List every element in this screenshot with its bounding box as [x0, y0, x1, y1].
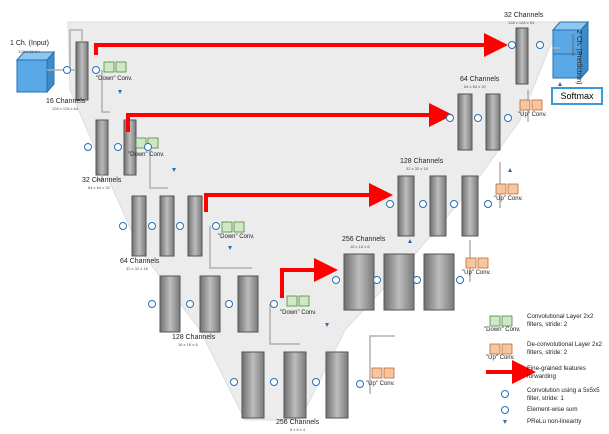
- legend-forwarding: Fine-grained features forwarding: [527, 365, 586, 380]
- left-stage3-block-c: [187, 195, 203, 257]
- bottom-block-a: [241, 351, 265, 419]
- bottom-block-b: [283, 351, 307, 419]
- right-stage4-channels: 256 Channels: [342, 236, 386, 243]
- left-stage4-block-b: [199, 275, 221, 333]
- down-conv-label-4: "Down" Conv.: [280, 310, 317, 316]
- right-stage4-block-b: [383, 253, 415, 311]
- left-stage1-dims: 128 x 128 x 64: [52, 106, 79, 111]
- right-stage2-dims: 64 x 64 x 32: [464, 84, 486, 89]
- bottom-stage-channels: 256 Channels: [276, 419, 320, 426]
- left-stage3-channels: 64 Channels: [120, 258, 160, 265]
- forward-arrow-4: [280, 258, 338, 298]
- down-conv-label-1: "Down" Conv.: [96, 76, 133, 82]
- forward-arrow-2: [126, 103, 453, 132]
- down-conv-label-2: "Down" Conv.: [128, 152, 165, 158]
- right-stage3-block-c: [461, 175, 479, 237]
- up-conv-label-1: "Up" Conv.: [366, 381, 395, 387]
- convolution-symbols: [63, 41, 516, 386]
- left-stage3-dims: 32 x 32 x 16: [126, 266, 148, 271]
- input-dims: 128x128x64: [18, 49, 40, 54]
- legend-convolution: Convolution using a 5x5x5 filter, stride…: [527, 387, 600, 402]
- up-conv-label-3: "Up" Conv.: [494, 196, 523, 202]
- softmax-box: Softmax: [551, 87, 603, 105]
- legend-down-label: "Down" Conv.: [484, 327, 521, 333]
- legend-conv-layer: Convolutional Layer 2x2 filters, stride:…: [527, 313, 594, 328]
- input-block: [15, 50, 56, 94]
- output-block: [551, 20, 590, 80]
- forward-arrow-3: [204, 183, 393, 212]
- left-stage1-channels: 16 Channels: [46, 98, 86, 105]
- up-conv-label-2: "Up" Conv.: [462, 270, 491, 276]
- right-stage1-channels: 32 Channels: [504, 12, 544, 19]
- right-stage1-block: [515, 27, 529, 85]
- output-title: 2 Ch. (Prediction): [575, 30, 582, 85]
- right-stage2-block-b: [485, 93, 501, 151]
- sum-symbols: [92, 41, 544, 388]
- left-stage1-block: [75, 41, 89, 101]
- left-stage2-dims: 64 x 64 x 32: [88, 185, 110, 190]
- forwarding-arrows: [94, 33, 508, 298]
- left-stage4-channels: 128 Channels: [172, 334, 216, 341]
- legend-graphics: [486, 315, 536, 424]
- right-stage2-channels: 64 Channels: [460, 76, 500, 83]
- right-stage4-dims: 16 x 16 x 8: [350, 244, 370, 249]
- left-stage4-block-c: [237, 275, 259, 333]
- right-stage1-dims: 128 x 128 x 64: [508, 20, 535, 25]
- right-stage4-block-c: [423, 253, 455, 311]
- right-stage3-block-a: [397, 175, 415, 237]
- legend-up-label: "Up" Conv.: [486, 355, 515, 361]
- left-stage4-block-a: [159, 275, 181, 333]
- legend-deconv-layer: De-convolutional Layer 2x2 filters, stri…: [527, 341, 602, 356]
- bottom-stage-dims: 8 x 8 x 4: [290, 427, 306, 432]
- prelu-markers: [118, 82, 562, 327]
- output-dims: 128x128x64: [571, 34, 576, 56]
- down-conv-label-3: "Down" Conv.: [218, 234, 255, 240]
- forward-arrow-1: [94, 33, 508, 57]
- right-stage3-channels: 128 Channels: [400, 158, 444, 165]
- left-stage4-dims: 16 x 16 x 8: [178, 342, 198, 347]
- left-stage3-block-b: [159, 195, 175, 257]
- right-stage4-block-a: [343, 253, 375, 311]
- up-conv-label-4: "Up" Conv.: [518, 112, 547, 118]
- left-stage2-channels: 32 Channels: [82, 177, 122, 184]
- legend-sum: Element-wise sum: [527, 406, 578, 413]
- bottom-block-c: [325, 351, 349, 419]
- up-conv-cubes: [371, 99, 543, 379]
- right-stage3-block-b: [429, 175, 447, 237]
- right-stage2-block-a: [457, 93, 473, 151]
- down-conv-cubes: [103, 61, 310, 307]
- left-stage3-block-a: [131, 195, 147, 257]
- legend-prelu: PReLu non-linearity: [527, 418, 582, 425]
- input-title: 1 Ch. (Input): [10, 40, 49, 47]
- right-stage3-dims: 32 x 32 x 16: [406, 166, 428, 171]
